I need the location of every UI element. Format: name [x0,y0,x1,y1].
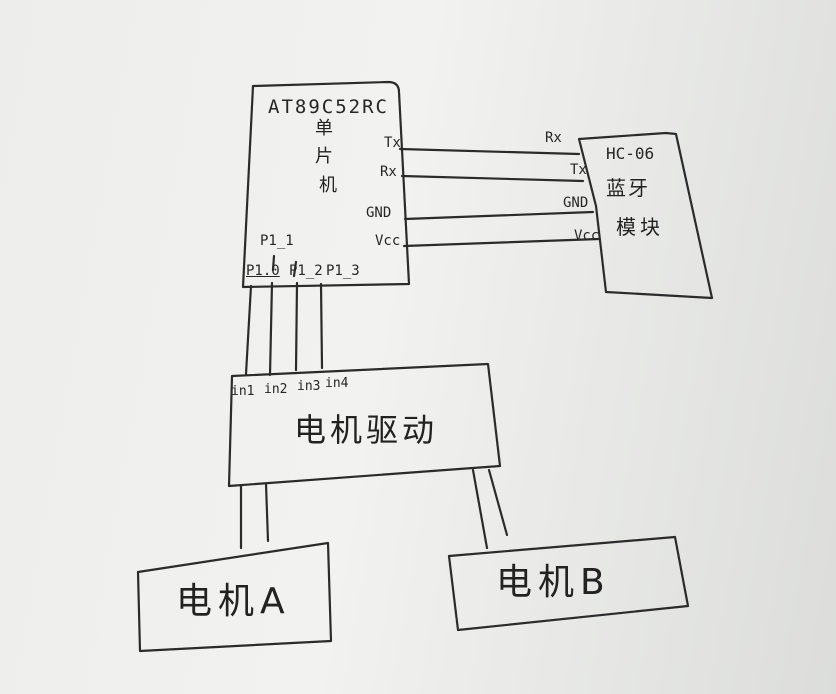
bt-name-line2: 模块 [616,215,664,239]
driver-input-2: in2 [264,382,288,397]
mcu-pin-rx: Rx [380,164,397,180]
wire-motor-b-1 [471,468,489,550]
driver-box [227,362,502,488]
driver-input-3: in3 [297,379,321,394]
bt-pin-rx: Rx [545,130,562,146]
bt-name-line1: 蓝牙 [606,176,650,200]
pin-tick-p1-0 [271,254,276,272]
motor-b-box [447,535,690,632]
motor-a-label: 电机A [176,581,291,622]
mcu-model-label: AT89C52RC [268,96,389,118]
driver-input-1: in1 [231,384,255,399]
mcu-pin-p1-0: P1.0 [246,263,280,279]
mcu-type-char-1: 单 [315,118,333,139]
wire-vcc [402,237,601,248]
wire-p1-1 [268,281,274,377]
pin-tick-p1-2 [292,260,298,278]
wire-p1-0 [244,284,253,376]
wire-p1-3 [319,282,324,370]
driver-name-label: 电机驱动 [294,411,439,449]
bt-model-label: HC-06 [606,144,655,163]
mcu-type-char-3: 机 [319,175,337,196]
mcu-pin-p1-1: P1_1 [260,233,294,249]
bt-box [577,131,714,300]
driver-input-4: in4 [325,376,349,391]
mcu-pin-tx: Tx [384,135,401,151]
bt-pin-gnd: GND [563,195,589,211]
wire-rx-tx [400,174,585,183]
mcu-pin-vcc: Vcc [375,233,401,249]
motor-b-label: 电机B [496,562,611,603]
wire-p1-2 [294,281,299,372]
motor-a-box [136,541,333,653]
bt-pin-tx: Tx [570,162,587,178]
mcu-pin-gnd: GND [366,205,392,221]
wire-tx-rx [398,147,581,156]
mcu-pin-p1-2: P1_2 [289,263,323,279]
mcu-type-char-2: 片 [315,146,333,167]
wire-motor-a-2 [264,482,270,543]
wire-gnd [403,210,595,221]
wire-motor-b-2 [487,468,509,537]
bt-pin-vcc: Vcc [574,228,600,244]
mcu-pin-p1-3: P1_3 [326,263,360,279]
